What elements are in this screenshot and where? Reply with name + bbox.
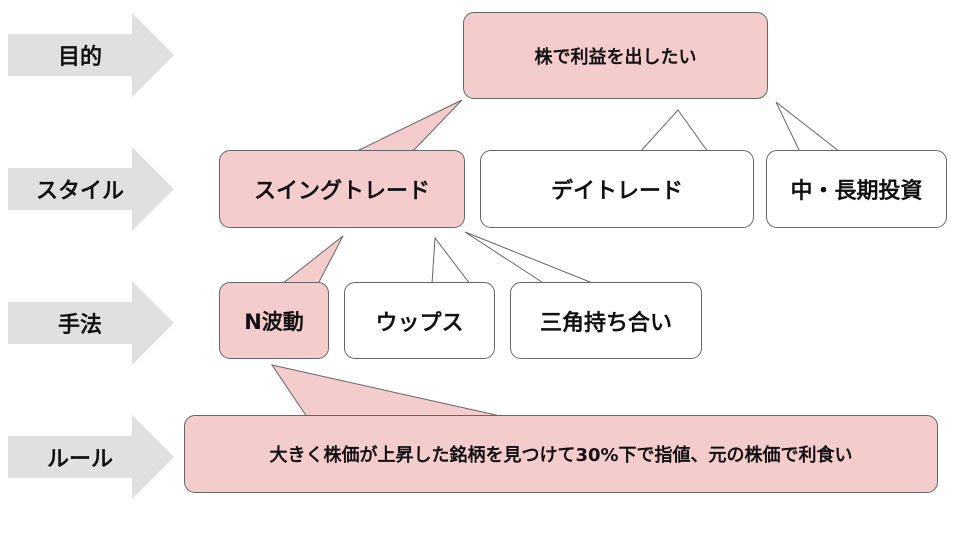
rule-box: 大きく株価が上昇した銘柄を見つけて30%下で指値、元の株価で利食い <box>184 415 938 493</box>
arrow-shape <box>8 147 174 231</box>
row-label-method: 手法 <box>57 313 102 338</box>
callout-tail-triangle <box>464 231 596 285</box>
method-box-nwave: N波動 <box>219 282 329 359</box>
callout-tail-swing <box>354 99 463 153</box>
row-label-rule: ルール <box>46 447 113 472</box>
callout-tail-rule <box>270 364 506 418</box>
method-text: N波動 <box>244 309 304 334</box>
row-arrow-method: 手法 <box>8 281 174 365</box>
method-box-oops: ウップス <box>344 282 495 359</box>
arrow-shape <box>8 415 174 499</box>
style-box-longterm: 中・長期投資 <box>766 150 947 228</box>
rule-text: 大きく株価が上昇した銘柄を見つけて30%下で指値、元の株価で利食い <box>269 445 853 466</box>
style-text: スイングトレード <box>253 179 430 204</box>
style-text: 中・長期投資 <box>790 179 923 204</box>
method-text: 三角持ち合い <box>539 310 672 336</box>
goal-text: 株で利益を出したい <box>534 46 697 68</box>
callout-tail-nwave <box>280 235 344 285</box>
goal-box: 株で利益を出したい <box>463 12 768 99</box>
style-box-daytrade: デイトレード <box>480 150 754 228</box>
callout-tail-daytrade <box>638 109 709 153</box>
arrow-shape <box>8 281 174 365</box>
row-label-style: スタイル <box>35 179 124 204</box>
row-arrow-style: スタイル <box>8 147 174 231</box>
style-box-swing: スイングトレード <box>219 150 465 228</box>
method-text: ウップス <box>375 310 464 336</box>
arrow-shape <box>8 13 174 97</box>
row-arrow-purpose: 目的 <box>8 13 174 97</box>
callout-tail-oops <box>431 236 472 285</box>
row-label-purpose: 目的 <box>57 45 102 70</box>
callout-tail-longterm <box>775 101 842 153</box>
method-box-triangle: 三角持ち合い <box>510 282 702 359</box>
style-text: デイトレード <box>550 179 683 204</box>
row-arrow-rule: ルール <box>8 415 174 499</box>
